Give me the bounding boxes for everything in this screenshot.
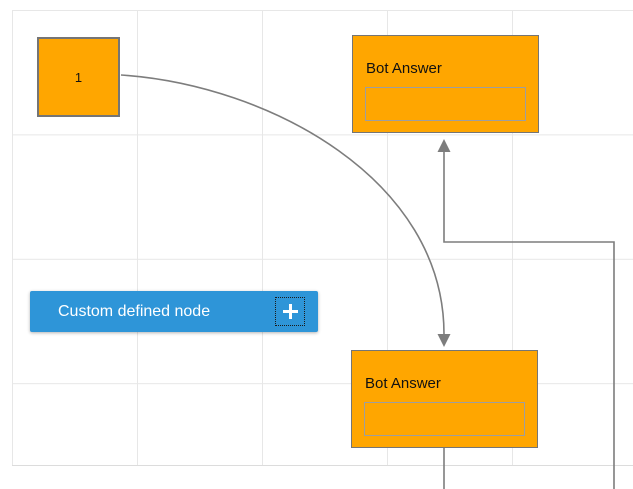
node-bot-answer-bottom[interactable]: Bot Answer: [351, 350, 538, 448]
plus-icon: [282, 304, 298, 319]
custom-node-label: Custom defined node: [58, 302, 211, 320]
node-bot-answer-top[interactable]: Bot Answer: [352, 35, 539, 133]
bot-answer-top-input[interactable]: [365, 87, 526, 121]
add-node-button[interactable]: [275, 297, 305, 326]
bot-answer-bottom-input[interactable]: [364, 402, 525, 436]
node-1-label: 1: [74, 69, 83, 85]
bot-answer-bottom-title: Bot Answer: [365, 375, 441, 392]
connector-orthogonal-path[interactable]: [443, 152, 615, 489]
node-1[interactable]: 1: [37, 37, 120, 117]
connector-curve-path[interactable]: [120, 74, 445, 335]
node-custom-defined[interactable]: Custom defined node: [30, 291, 318, 332]
bot-answer-top-title: Bot Answer: [366, 60, 442, 77]
